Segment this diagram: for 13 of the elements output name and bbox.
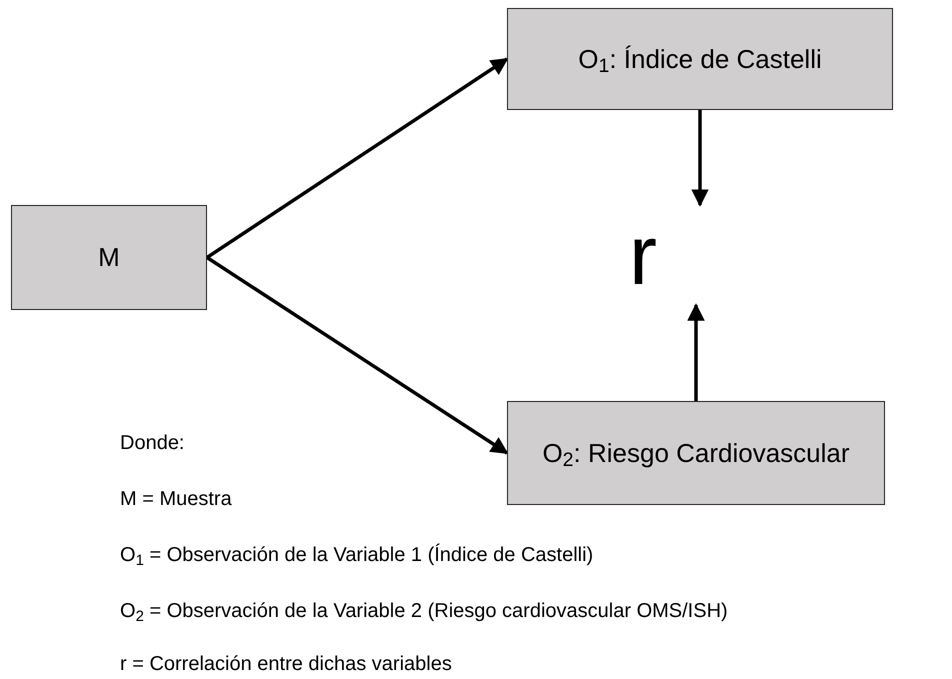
process-box: O$_{1}$: Índice de Castelli bbox=[507, 8, 893, 110]
legend-text: M = Muestra bbox=[120, 487, 232, 512]
process-box: M bbox=[11, 205, 207, 310]
arrow bbox=[206, 58, 508, 259]
node-label: r bbox=[613, 205, 673, 305]
arrow bbox=[687, 303, 705, 401]
legend-text: r = Correlación entre dichas variables bbox=[120, 652, 452, 677]
legend-text: O$_{1}$ = Observación de la Variable 1 (Índice de Castelli) bbox=[120, 542, 594, 568]
arrow bbox=[206, 256, 508, 454]
arrow bbox=[691, 110, 709, 207]
legend-text: O$_{2}$ = Observación de la Variable 2 (Riesgo cardiovascular OMS/ISH) bbox=[120, 599, 728, 624]
process-box: O$_{2}$: Riesgo Cardiovascular bbox=[507, 401, 885, 505]
legend-text: Donde: bbox=[120, 431, 184, 456]
